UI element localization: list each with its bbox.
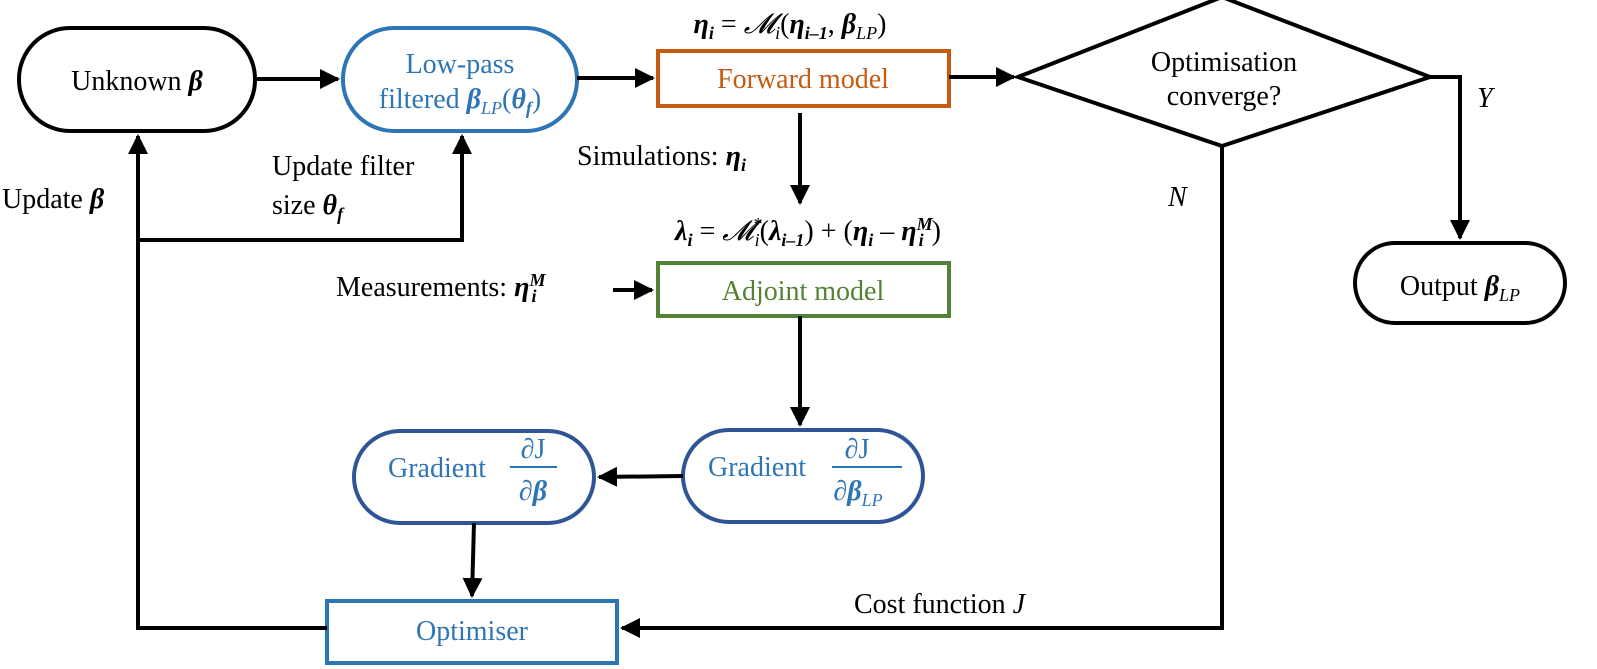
eq-part: η	[901, 216, 916, 247]
update-beta-label: Update β	[2, 184, 105, 215]
node-gradient-lp[interactable]: Gradient ∂J ∂βLP	[681, 428, 925, 524]
node-forward-model[interactable]: Forward model	[656, 49, 951, 108]
forward-model-label: Forward model	[717, 64, 889, 95]
forward-equation: ηi = 𝓜i(ηi–1, βLP)	[694, 9, 887, 43]
eq-part: ,	[828, 9, 842, 40]
f-subscript: f	[526, 98, 534, 118]
eq-part: η	[694, 9, 709, 40]
low-pass-line2: filtered	[379, 84, 467, 115]
eq-part: i	[709, 23, 714, 43]
eq-part: LP	[855, 23, 877, 43]
optimiser-label: Optimiser	[416, 616, 529, 647]
eq-part: =	[692, 216, 722, 247]
eq-part: i	[687, 230, 692, 250]
eq-part: =	[714, 9, 744, 40]
node-gradient-beta[interactable]: Gradient ∂J ∂β	[352, 429, 596, 525]
simulations-text: Simulations:	[577, 141, 726, 172]
adjoint-model-label: Adjoint model	[722, 276, 885, 307]
eq-part: )	[877, 9, 886, 40]
f-subscript: f	[337, 204, 345, 224]
m-superscript: M	[528, 270, 546, 290]
node-unknown-beta[interactable]: Unknown β	[17, 26, 257, 133]
arrow-optimiser-to-unknown	[128, 134, 327, 630]
eq-part: i	[868, 230, 873, 250]
eta-symbol: η	[726, 141, 741, 172]
eq-part: λ	[768, 216, 781, 247]
gradient-beta-label: Gradient	[388, 453, 486, 484]
gradient-beta-denominator: ∂β	[519, 476, 548, 507]
beta-symbol: β	[89, 184, 105, 215]
svg-text:filtered βLP(θf): filtered βLP(θf)	[379, 84, 541, 118]
eq-part: i–1	[805, 23, 828, 43]
gradient-lp-numerator: ∂J	[845, 434, 870, 465]
eq-part: η	[853, 216, 868, 247]
arrow-update-filter-size	[138, 134, 472, 242]
gradient-lp-label: Gradient	[708, 452, 806, 483]
svg-text:∂βLP: ∂βLP	[833, 476, 882, 510]
paren: (	[502, 84, 511, 115]
cost-function-text: Cost function	[854, 589, 1013, 620]
j-symbol: J	[1013, 589, 1027, 620]
simulations-label: Simulations: ηi	[577, 141, 746, 175]
node-output[interactable]: Output βLP	[1353, 241, 1567, 325]
decision-line1: Optimisation	[1151, 47, 1297, 78]
node-low-pass-filter[interactable]: Low-pass filtered βLP(θf)	[341, 26, 579, 133]
eq-part: M	[916, 214, 934, 234]
eq-part: β	[841, 9, 857, 40]
eq-part: η	[789, 9, 804, 40]
eq-part: )	[932, 216, 941, 247]
cost-function-label: Cost function J	[854, 589, 1027, 620]
node-optimiser[interactable]: Optimiser	[325, 599, 619, 665]
low-pass-line1: Low-pass	[406, 49, 515, 80]
theta-symbol: θ	[511, 84, 526, 115]
no-label: N	[1167, 182, 1188, 213]
beta-symbol: β	[466, 84, 482, 115]
lp-subscript: LP	[480, 98, 502, 118]
paren: )	[532, 84, 541, 115]
eq-part: i	[775, 23, 780, 43]
theta-symbol: θ	[323, 190, 338, 221]
yes-label: Y	[1477, 83, 1496, 114]
node-adjoint-model[interactable]: Adjoint model	[656, 261, 951, 318]
arrow-decision-no-to-optimiser	[620, 146, 1224, 638]
eq-part: λ	[674, 216, 687, 247]
eq-part: (	[780, 9, 789, 40]
arrow-decision-yes-to-output	[1430, 75, 1470, 240]
svg-text:Unknown β: Unknown β	[71, 66, 203, 97]
gradient-lp-denominator: ∂β	[833, 476, 862, 507]
eq-part: i–1	[781, 230, 804, 250]
eq-part: + (	[814, 216, 853, 247]
lp-subscript: LP	[1498, 285, 1520, 305]
arrow-gradient-lp-to-gradient-beta	[597, 466, 684, 487]
output-label: Output	[1400, 271, 1485, 302]
i-subscript: i	[741, 155, 746, 175]
i-subscript: i	[531, 286, 536, 306]
gradient-beta-numerator: ∂J	[521, 434, 546, 465]
update-filter-line2: size θf	[272, 190, 345, 224]
unknown-beta-label: Unknown	[71, 66, 188, 97]
beta-symbol: β	[1484, 271, 1500, 302]
update-beta-text: Update	[2, 184, 90, 215]
beta-symbol: β	[188, 66, 204, 97]
update-filter-line1: Update filter	[272, 151, 415, 182]
arrow-gradient-beta-to-optimiser	[462, 522, 483, 598]
eq-part: )	[804, 216, 813, 247]
svg-text:Output βLP: Output βLP	[1400, 271, 1520, 305]
eq-part: i	[755, 230, 760, 250]
node-decision-converge[interactable]: Optimisation converge?	[1012, 0, 1436, 149]
eq-part: i	[919, 230, 924, 250]
lp-subscript: LP	[861, 490, 883, 510]
update-filter-text: size	[272, 190, 323, 221]
eq-part: (	[760, 216, 769, 247]
eta-symbol: η	[514, 272, 529, 303]
decision-line2: converge?	[1167, 81, 1282, 112]
measurements-text: Measurements:	[336, 272, 514, 303]
eq-part: –	[873, 216, 901, 247]
eq-part: *	[754, 214, 763, 234]
